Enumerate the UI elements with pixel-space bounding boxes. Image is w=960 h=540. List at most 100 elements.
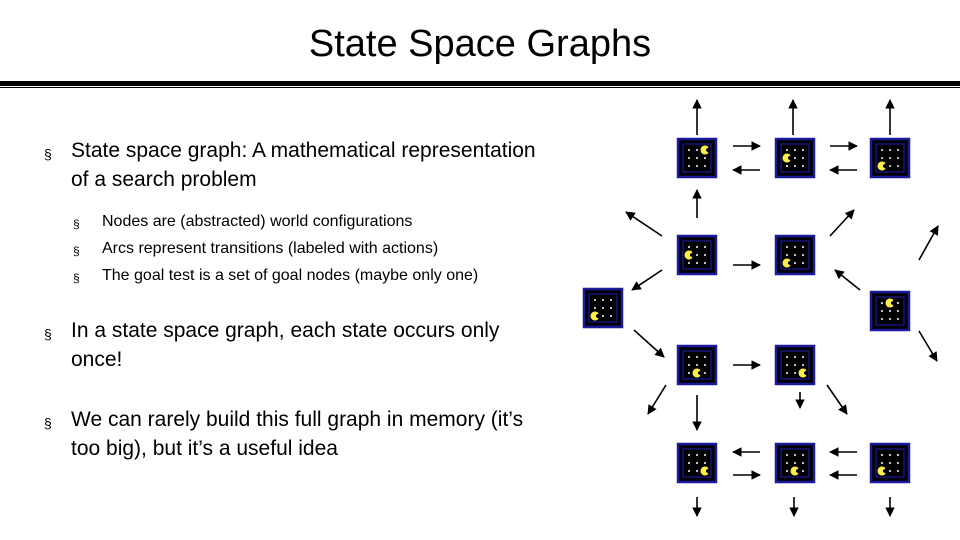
food-dot	[610, 315, 612, 317]
food-dot	[594, 307, 596, 309]
food-dot	[688, 462, 690, 464]
food-dot	[688, 356, 690, 358]
food-dot	[897, 165, 899, 167]
sub-bullet-text: Arcs represent transitions (labeled with…	[102, 240, 439, 257]
food-dot	[704, 356, 706, 358]
pacman-icon	[877, 161, 886, 171]
food-dot	[786, 246, 788, 248]
bullet-item: § State space graph: A mathematical repr…	[42, 136, 542, 194]
food-dot	[802, 454, 804, 456]
food-dot	[696, 157, 698, 159]
food-dot	[704, 462, 706, 464]
state-node	[774, 344, 816, 386]
food-dot	[794, 149, 796, 151]
title-underline-thin	[0, 87, 960, 88]
food-dot	[889, 165, 891, 167]
food-dot	[696, 254, 698, 256]
food-dot	[602, 299, 604, 301]
food-dot	[802, 149, 804, 151]
transition-arrow	[834, 269, 861, 291]
food-dot	[802, 364, 804, 366]
food-dot	[786, 372, 788, 374]
food-dot	[897, 157, 899, 159]
food-dot	[786, 149, 788, 151]
food-dot	[802, 262, 804, 264]
food-dot	[889, 149, 891, 151]
food-dot	[794, 462, 796, 464]
sub-bullet-item: § Nodes are (abstracted) world configura…	[71, 208, 542, 235]
sub-bullet-list: § Nodes are (abstracted) world configura…	[42, 208, 542, 289]
transition-arrow	[918, 225, 939, 261]
state-node	[676, 234, 718, 276]
transition-arrow	[631, 269, 663, 291]
bullet-text: We can rarely build this full graph in m…	[71, 408, 524, 460]
food-dot	[696, 462, 698, 464]
food-dot	[786, 356, 788, 358]
bullet-item: § We can rarely build this full graph in…	[42, 405, 542, 463]
food-dot	[897, 149, 899, 151]
food-dot	[897, 462, 899, 464]
food-dot	[688, 470, 690, 472]
food-dot	[794, 246, 796, 248]
pacman-icon	[798, 368, 807, 378]
food-dot	[802, 246, 804, 248]
bullet-text: In a state space graph, each state occur…	[71, 319, 500, 371]
food-dot	[786, 165, 788, 167]
state-node	[774, 137, 816, 179]
food-dot	[704, 262, 706, 264]
food-dot	[696, 356, 698, 358]
state-node	[869, 442, 911, 484]
food-dot	[704, 157, 706, 159]
state-node	[676, 344, 718, 386]
food-dot	[704, 246, 706, 248]
transition-arrow	[829, 209, 855, 237]
state-node	[676, 442, 718, 484]
food-dot	[786, 364, 788, 366]
food-dot	[897, 470, 899, 472]
state-node	[774, 234, 816, 276]
food-dot	[704, 165, 706, 167]
food-dot	[794, 356, 796, 358]
food-dot	[610, 307, 612, 309]
food-dot	[889, 454, 891, 456]
sub-bullet-item: § The goal test is a set of goal nodes (…	[71, 262, 542, 289]
graph-nodes	[582, 137, 911, 484]
food-dot	[786, 470, 788, 472]
food-dot	[802, 356, 804, 358]
sub-bullet-item: § Arcs represent transitions (labeled wi…	[71, 235, 542, 262]
food-dot	[897, 454, 899, 456]
food-dot	[889, 462, 891, 464]
food-dot	[889, 310, 891, 312]
food-dot	[794, 372, 796, 374]
food-dot	[704, 372, 706, 374]
bullet-marker: §	[73, 217, 80, 231]
bullet-marker: §	[44, 415, 52, 431]
transition-arrow	[826, 384, 848, 415]
food-dot	[881, 310, 883, 312]
state-node	[869, 137, 911, 179]
bullet-marker: §	[44, 326, 52, 342]
bullet-marker: §	[73, 244, 80, 258]
pacman-icon	[877, 466, 886, 476]
food-dot	[889, 470, 891, 472]
food-dot	[688, 149, 690, 151]
bullet-marker: §	[73, 271, 80, 285]
transition-arrow	[647, 384, 667, 415]
food-dot	[897, 302, 899, 304]
state-node	[676, 137, 718, 179]
food-dot	[794, 165, 796, 167]
bullet-item: § In a state space graph, each state occ…	[42, 316, 542, 374]
food-dot	[881, 157, 883, 159]
state-space-graph-diagram	[582, 99, 939, 517]
bullet-text: State space graph: A mathematical repres…	[71, 139, 536, 191]
food-dot	[786, 454, 788, 456]
bullet-list: § State space graph: A mathematical repr…	[42, 136, 542, 463]
title-underline	[0, 81, 960, 86]
food-dot	[594, 299, 596, 301]
food-dot	[704, 454, 706, 456]
food-dot	[704, 364, 706, 366]
food-dot	[602, 307, 604, 309]
food-dot	[696, 149, 698, 151]
food-dot	[802, 470, 804, 472]
food-dot	[889, 157, 891, 159]
